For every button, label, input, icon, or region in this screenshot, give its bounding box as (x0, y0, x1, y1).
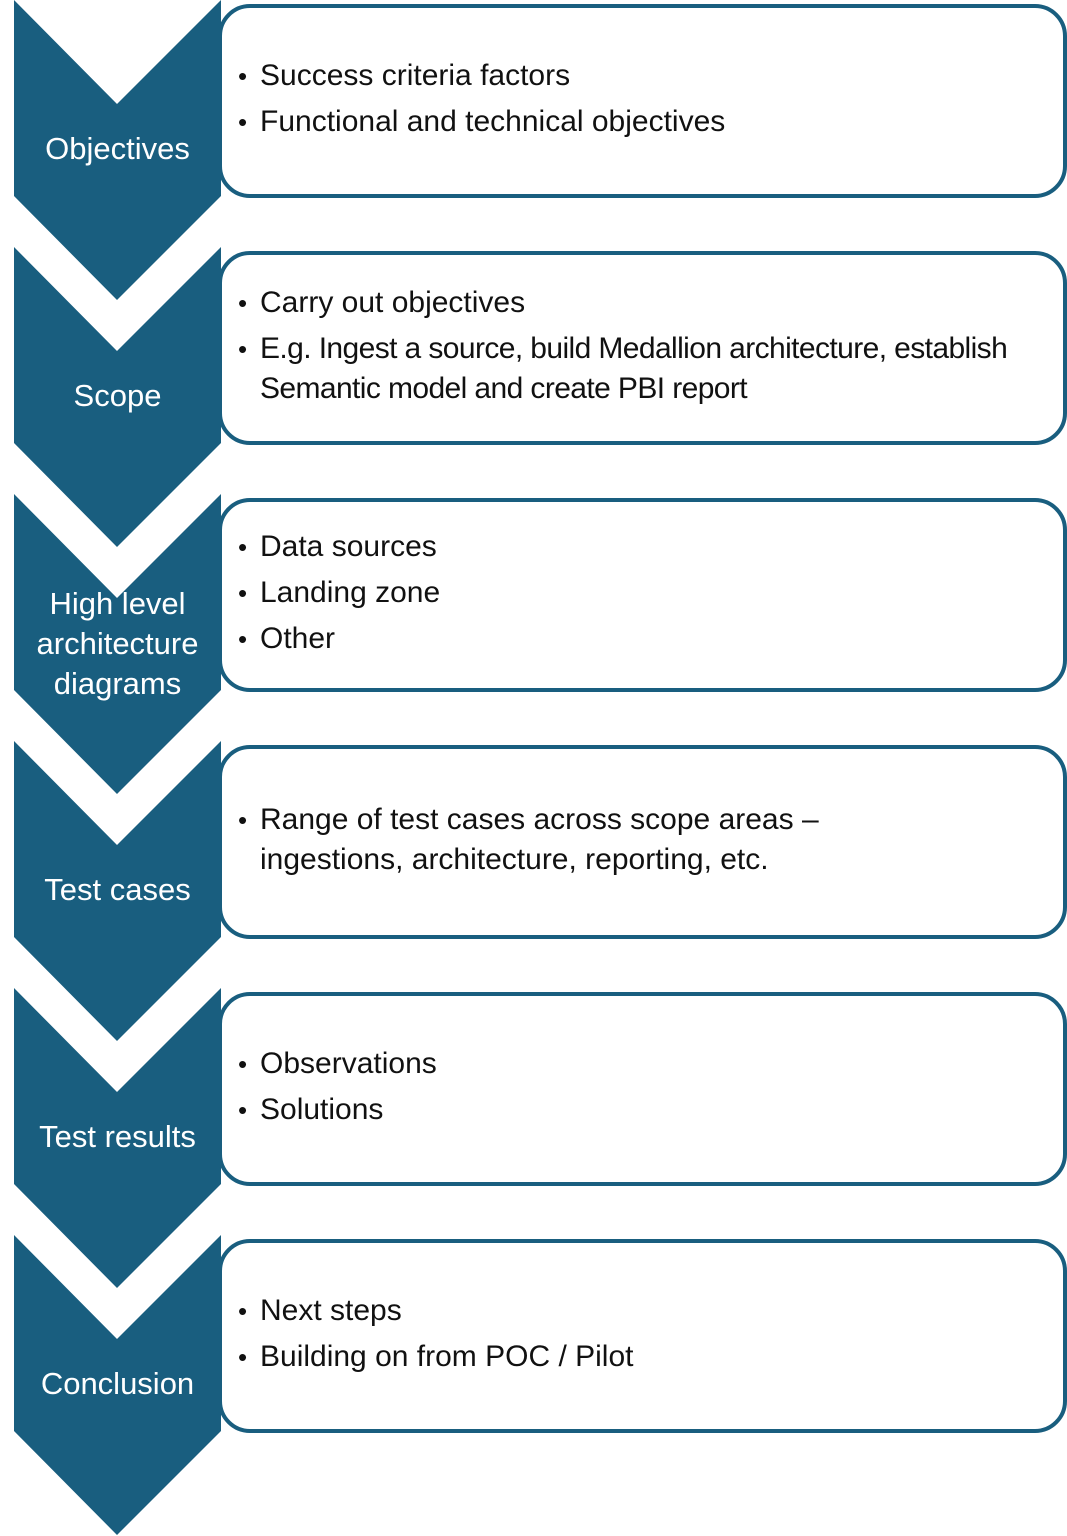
stage-1-group (14, 0, 1067, 300)
bullet-icon: • (238, 624, 248, 654)
stage-3-bullets: •Data sources •Landing zone •Other (238, 527, 1038, 665)
bullet-item: •Building on from POC / Pilot (238, 1337, 1038, 1377)
bullet-item: •Other (238, 619, 1038, 659)
bullet-item: •Data sources (238, 527, 1038, 567)
stage-2-chevron (14, 247, 221, 547)
bullet-icon: • (238, 107, 248, 137)
bullet-icon: • (238, 578, 248, 608)
bullet-item: •Observations (238, 1044, 1038, 1084)
stage-1-label: Objectives (45, 131, 190, 166)
stage-1-chevron (14, 0, 221, 300)
bullet-icon: • (238, 1095, 248, 1125)
bullet-item: •Functional and technical objectives (238, 102, 1038, 142)
stage-6-label: Conclusion (40, 1366, 195, 1401)
stage-1-bullets: •Success criteria factors •Functional an… (238, 56, 1038, 148)
bullet-icon: • (238, 1296, 248, 1326)
stage-5-bullets: •Observations •Solutions (238, 1044, 1038, 1136)
stage-4-chevron (14, 741, 221, 1041)
bullet-icon: • (238, 288, 248, 318)
bullet-item: •Carry out objectives (238, 283, 1038, 323)
bullet-icon: • (238, 61, 248, 91)
bullet-icon: • (238, 805, 248, 835)
stage-5-label: Test results (39, 1119, 196, 1154)
stage-4-bullets: •Range of test cases across scope areas … (238, 800, 918, 886)
stage-4-label: Test cases (44, 872, 191, 907)
bullet-item: •E.g. Ingest a source, build Medallion a… (238, 329, 1038, 409)
bullet-item: •Next steps (238, 1291, 1038, 1331)
stage-5-group (14, 988, 1067, 1288)
bullet-item: •Solutions (238, 1090, 1038, 1130)
stage-3-group (14, 494, 1067, 794)
stage-2-label: Scope (73, 378, 162, 413)
stage-4-group (14, 741, 1067, 1041)
bullet-icon: • (238, 532, 248, 562)
stage-3-label: High level architecture diagrams (36, 586, 199, 701)
bullet-icon: • (238, 1049, 248, 1079)
stage-6-chevron (14, 1235, 221, 1535)
stage-6-bullets: •Next steps •Building on from POC / Pilo… (238, 1291, 1038, 1383)
stage-3-chevron (14, 494, 221, 794)
bullet-icon: • (238, 1342, 248, 1372)
stage-5-chevron (14, 988, 221, 1288)
bullet-item: •Landing zone (238, 573, 1038, 613)
bullet-item: •Success criteria factors (238, 56, 1038, 96)
bullet-icon: • (238, 334, 248, 364)
stage-6-group (14, 1235, 1067, 1535)
bullet-item: •Range of test cases across scope areas … (238, 800, 918, 880)
stage-2-group (14, 247, 1067, 547)
stage-2-bullets: •Carry out objectives •E.g. Ingest a sou… (238, 283, 1038, 415)
